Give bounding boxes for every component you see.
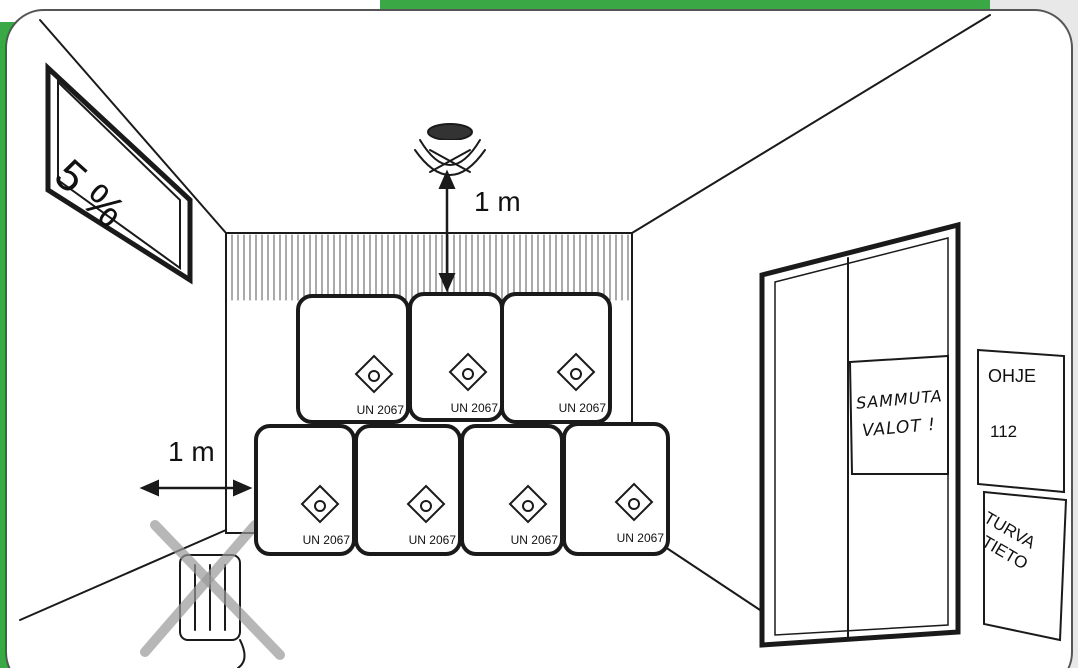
storage-bag: UN 2067 (356, 426, 460, 554)
storage-bag: UN 2067 (502, 294, 610, 422)
un-number-label: UN 2067 (617, 531, 665, 545)
un-number-label: UN 2067 (511, 533, 559, 547)
un-number-label: UN 2067 (451, 401, 499, 415)
instruction-title: OHJE (988, 366, 1036, 387)
storage-bag: UN 2067 (298, 296, 408, 422)
emergency-number: 112 (990, 422, 1017, 442)
storage-bag: UN 2067 (564, 424, 668, 554)
un-number-label: UN 2067 (559, 401, 607, 415)
ceiling-distance-label: 1 m (474, 186, 521, 218)
un-number-label: UN 2067 (409, 533, 457, 547)
storage-bag: UN 2067 (462, 426, 562, 554)
storage-bag: UN 2067 (256, 426, 354, 554)
storage-bag: UN 2067 (410, 294, 502, 420)
un-number-label: UN 2067 (357, 403, 405, 417)
wall-distance-label: 1 m (168, 436, 215, 468)
un-number-label: UN 2067 (303, 533, 351, 547)
